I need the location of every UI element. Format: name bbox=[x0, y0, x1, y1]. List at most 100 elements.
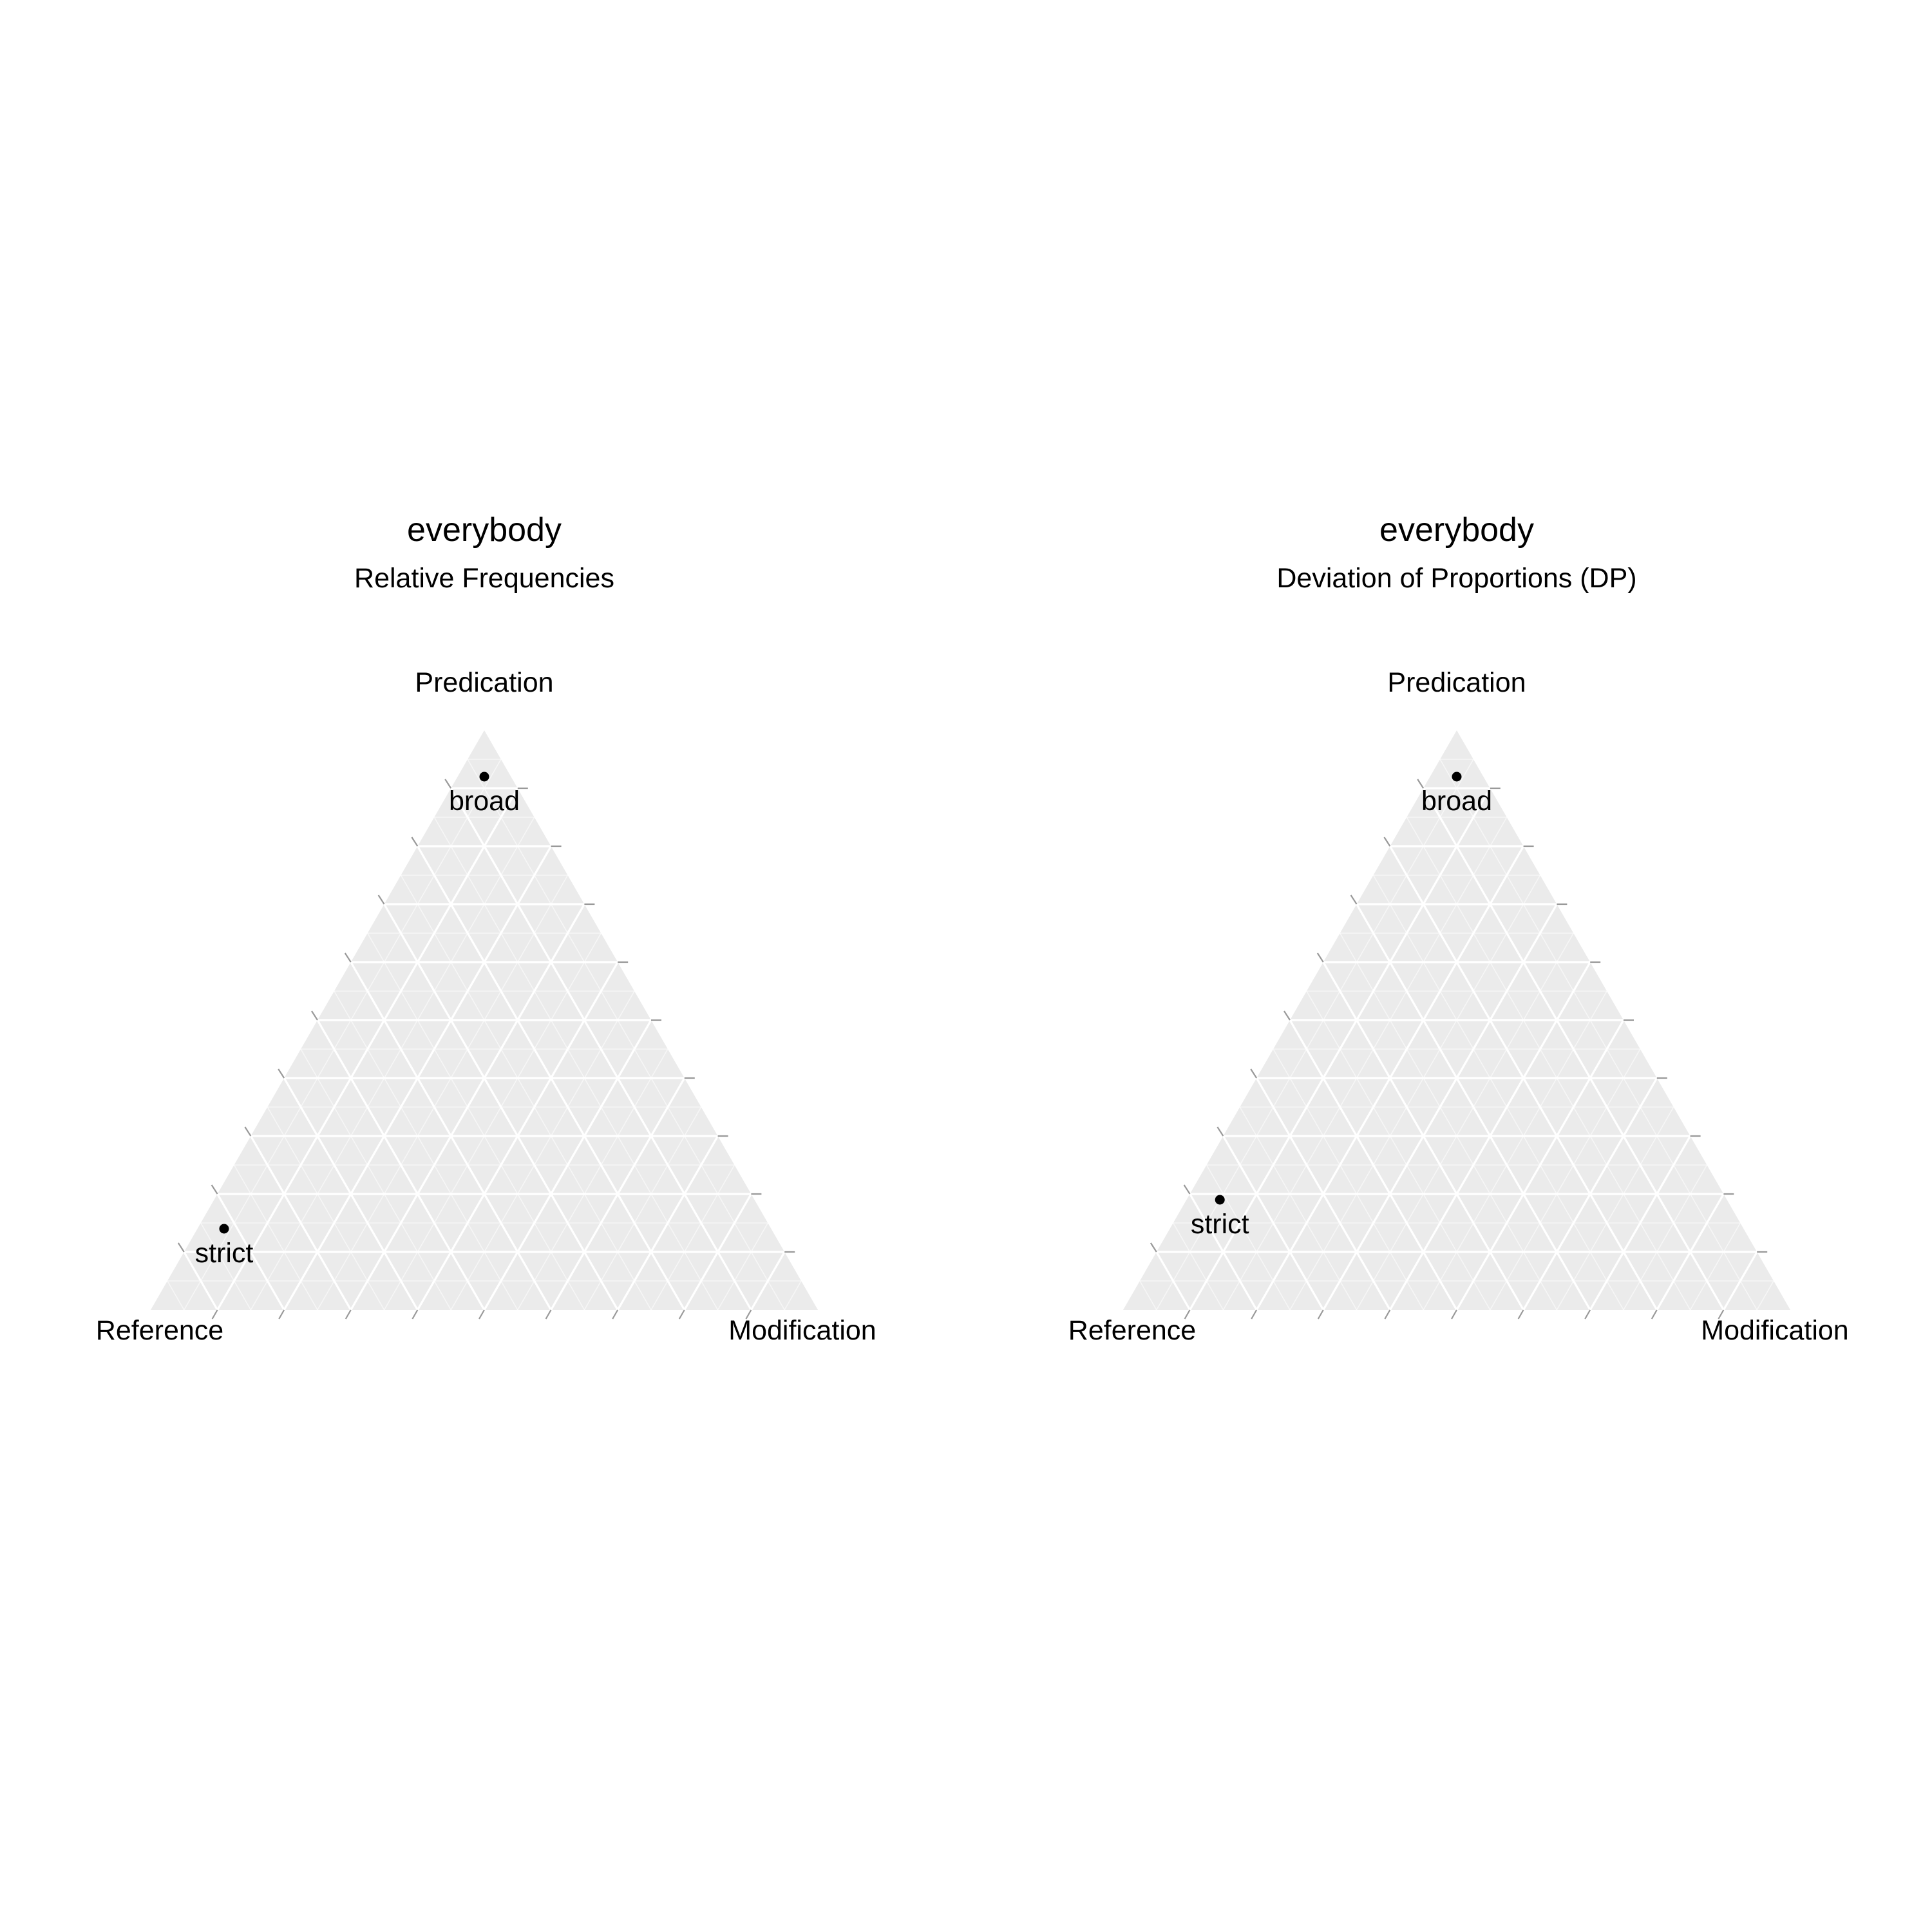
gridline-reference bbox=[300, 1048, 451, 1311]
gridline-modification bbox=[483, 1019, 652, 1311]
vertex-label-top: Predication bbox=[1387, 667, 1526, 698]
gridline-reference bbox=[334, 990, 518, 1311]
axis-tick-predication bbox=[344, 952, 352, 963]
gridline-modification bbox=[1589, 1135, 1691, 1311]
gridline-modification bbox=[583, 1106, 702, 1311]
axis-tick-reference bbox=[745, 1309, 752, 1320]
gridline-reference bbox=[200, 1222, 252, 1311]
axis-tick-predication bbox=[278, 1068, 285, 1079]
gridline-reference bbox=[467, 759, 785, 1311]
axis-tick-reference bbox=[678, 1309, 685, 1320]
gridline-modification bbox=[616, 1135, 719, 1311]
vertex-label-left: Reference bbox=[1068, 1315, 1196, 1346]
axis-tick-predication bbox=[411, 837, 419, 847]
gridline-modification bbox=[1222, 817, 1508, 1311]
gridline-modification bbox=[1289, 875, 1541, 1311]
gridline-reference bbox=[1206, 1164, 1291, 1311]
axis-tick-reference bbox=[1251, 1309, 1258, 1320]
axis-tick-predication bbox=[311, 1010, 318, 1021]
gridline-reference bbox=[1173, 1222, 1224, 1311]
gridline-reference bbox=[233, 1164, 318, 1311]
axis-tick-predication bbox=[1383, 837, 1391, 847]
axis-tick-reference bbox=[545, 1309, 552, 1320]
gridline-modification bbox=[1455, 1019, 1625, 1311]
gridline-modification bbox=[650, 1164, 735, 1311]
axis-tick-reference bbox=[1718, 1309, 1725, 1320]
gridline-reference bbox=[1273, 1048, 1424, 1311]
axis-tick-predication bbox=[1217, 1126, 1224, 1137]
gridline-modification bbox=[1756, 1280, 1774, 1311]
data-label-strict: strict bbox=[1191, 1209, 1249, 1240]
chart-subtitle: Deviation of Proportions (DP) bbox=[1276, 563, 1636, 594]
ternary-panel-relative-frequencies: everybody Relative Frequencies broadstri… bbox=[96, 511, 876, 1346]
gridline-modification bbox=[1356, 933, 1574, 1311]
gridline-reference bbox=[400, 875, 652, 1311]
gridline-reference bbox=[1155, 1251, 1191, 1311]
axis-tick-predication bbox=[1350, 895, 1358, 905]
axis-tick-reference bbox=[1317, 1309, 1324, 1320]
data-point-broad bbox=[479, 772, 489, 782]
gridline-reference bbox=[250, 1135, 352, 1311]
gridline-reference bbox=[216, 1193, 285, 1311]
axis-tick-reference bbox=[345, 1309, 352, 1320]
gridline-reference bbox=[267, 1106, 385, 1311]
gridline-modification bbox=[184, 759, 502, 1311]
gridline-modification bbox=[517, 1048, 668, 1311]
axis-tick-reference bbox=[1517, 1309, 1524, 1320]
gridline-reference bbox=[1189, 1193, 1258, 1311]
gridline-reference bbox=[1139, 1280, 1157, 1311]
gridline-reference bbox=[1306, 990, 1491, 1311]
axis-tick-predication bbox=[244, 1126, 252, 1137]
chart-title: everybody bbox=[407, 511, 562, 549]
axis-tick-reference bbox=[1451, 1309, 1457, 1320]
axis-tick-predication bbox=[377, 895, 385, 905]
axis-tick-predication bbox=[1283, 1010, 1291, 1021]
axis-tick-predication bbox=[1183, 1184, 1191, 1195]
axis-tick-reference bbox=[412, 1309, 419, 1320]
gridline-modification bbox=[1689, 1222, 1741, 1311]
gridline-modification bbox=[383, 933, 601, 1311]
axis-tick-reference bbox=[1584, 1309, 1591, 1320]
data-point-strict bbox=[1215, 1195, 1225, 1205]
vertex-label-right: Modification bbox=[728, 1315, 876, 1346]
gridline-reference bbox=[1239, 1106, 1358, 1311]
axis-tick-predication bbox=[1316, 952, 1324, 963]
gridline-modification bbox=[1623, 1164, 1708, 1311]
gridline-reference bbox=[167, 1280, 185, 1311]
gridline-modification bbox=[250, 817, 535, 1311]
gridline-reference bbox=[1255, 1077, 1391, 1311]
axis-tick-predication bbox=[1250, 1068, 1258, 1079]
chart-subtitle: Relative Frequencies bbox=[354, 563, 614, 594]
vertex-label-right: Modification bbox=[1701, 1315, 1848, 1346]
gridline-modification bbox=[317, 875, 569, 1311]
axis-tick-reference bbox=[612, 1309, 619, 1320]
axis-tick-reference bbox=[1184, 1309, 1191, 1320]
gridline-reference bbox=[1222, 1135, 1325, 1311]
axis-tick-reference bbox=[478, 1309, 485, 1320]
gridline-reference bbox=[283, 1077, 419, 1311]
axis-tick-predication bbox=[1150, 1242, 1157, 1253]
vertex-label-left: Reference bbox=[96, 1315, 223, 1346]
gridline-reference bbox=[316, 1019, 486, 1311]
gridline-modification bbox=[750, 1251, 786, 1311]
axis-tick-predication bbox=[177, 1242, 185, 1253]
axis-tick-reference bbox=[278, 1309, 285, 1320]
data-label-strict: strict bbox=[195, 1238, 254, 1269]
data-label-broad: broad bbox=[1421, 786, 1492, 817]
axis-tick-predication bbox=[211, 1184, 218, 1195]
ternary-panel-deviation-of-proportions: everybody Deviation of Proportions (DP) … bbox=[1068, 511, 1849, 1346]
gridline-modification bbox=[683, 1193, 752, 1311]
chart-title: everybody bbox=[1379, 511, 1534, 549]
gridline-modification bbox=[1556, 1106, 1674, 1311]
gridline-reference bbox=[1406, 817, 1691, 1311]
gridline-reference bbox=[1439, 759, 1757, 1311]
gridline-modification bbox=[1656, 1193, 1725, 1311]
gridline-reference bbox=[1340, 933, 1558, 1311]
axis-tick-reference bbox=[211, 1309, 218, 1320]
gridline-modification bbox=[717, 1222, 768, 1311]
gridline-reference bbox=[433, 817, 719, 1311]
gridline-modification bbox=[450, 990, 635, 1311]
gridline-reference bbox=[1289, 1019, 1458, 1311]
